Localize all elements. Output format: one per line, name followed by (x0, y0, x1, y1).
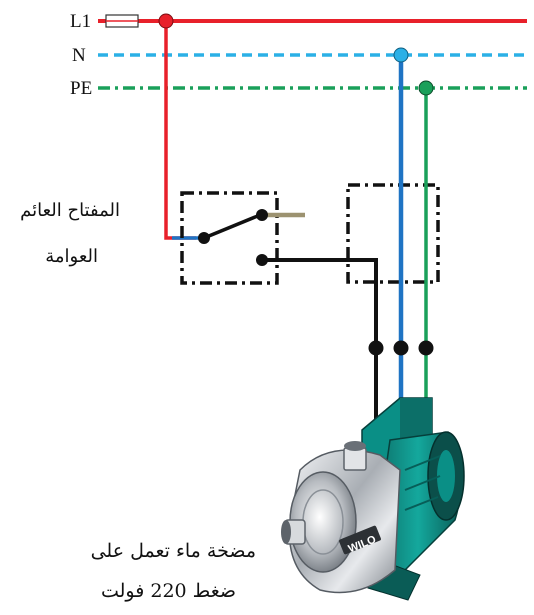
switch-terminal (198, 232, 210, 244)
label-l1: L1 (70, 11, 91, 32)
junction-n (393, 47, 409, 63)
junction-l1 (158, 13, 174, 29)
junction-pe (418, 80, 434, 96)
junction-box (346, 183, 440, 284)
switch-contact (203, 213, 261, 240)
pump-terminal (393, 340, 409, 356)
pump-label: مضخة ماء تعمل على (90, 540, 256, 562)
switch-terminal (256, 209, 268, 221)
pump-terminal (418, 340, 434, 356)
float-switch-box (180, 191, 279, 285)
float-switch-label-sub: العوامة (45, 246, 98, 267)
pump-terminal (368, 340, 384, 356)
pump-label-voltage: ضغط 220 فولت (100, 580, 236, 602)
label-pe: PE (70, 78, 92, 99)
label-n: N (72, 45, 86, 66)
wire-switched-live (262, 258, 378, 445)
pump-illustration: WILO (281, 397, 465, 601)
float-switch-label: المفتاح العائم (20, 200, 120, 221)
